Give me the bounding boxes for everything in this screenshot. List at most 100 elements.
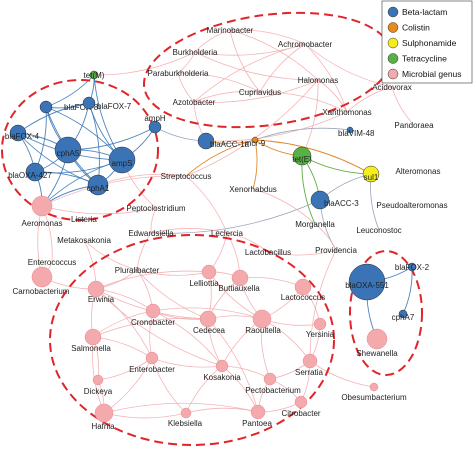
legend-label-tetra: Tetracycline <box>402 54 447 64</box>
node-label-blaFOX4: blaFOX-4 <box>5 132 40 141</box>
node-label-blaVIM48: blaVIM-48 <box>338 129 375 138</box>
edge-blaACC1a-xanthomonas <box>205 111 348 142</box>
edge-blaACC3-edwardsiella <box>150 199 321 234</box>
node-label-pantoea: Pantoea <box>242 419 272 428</box>
node-cedecea: Cedecea <box>193 310 226 335</box>
node-circle-mcr9 <box>251 136 259 144</box>
node-cphA1: cphA1 <box>87 174 110 196</box>
legend-swatch-tetra <box>387 53 399 64</box>
node-label-erwinia: Erwinia <box>88 295 115 304</box>
node-label-cupriavidus: Cupriavidus <box>239 88 281 97</box>
node-label-providencia: Providencia <box>315 246 357 255</box>
node-circle-blaFOX4 <box>9 124 27 142</box>
node-circle-cronobacter <box>145 303 161 319</box>
node-shewanella: Shewanella <box>356 328 398 358</box>
node-blaFOX7: blaFOX-7 <box>82 96 132 111</box>
node-circle-blaVIM48 <box>346 126 354 134</box>
legend-label-colistin: Colistin <box>402 23 430 33</box>
node-circle-blaFOX7 <box>82 96 96 110</box>
node-label-acidovorax: Acidovorax <box>372 83 412 92</box>
edge-edwardsiella-pluralibacter <box>136 232 152 271</box>
node-label-salmonella: Salmonella <box>71 344 111 353</box>
edge-morganella-providencia <box>314 223 337 251</box>
node-yersinia: Yersinia <box>306 317 335 339</box>
node-tetE: tet(E) <box>292 146 312 166</box>
node-label-leclercia: Leclercia <box>211 229 244 238</box>
node-pectobacterium: Pectobacterium <box>245 372 301 395</box>
node-label-blaFOX8: blaFOX-8 <box>64 103 99 112</box>
node-blaFOX2: blaFOX-2 <box>395 262 430 272</box>
node-label-halomonas: Halomonas <box>298 76 338 85</box>
edge-marinobacter-achromobacter <box>229 29 306 45</box>
edge-peptoclostridium-edwardsiella <box>150 207 157 234</box>
node-circle-cphA5 <box>54 136 82 164</box>
node-label-serratia: Serratia <box>295 368 324 377</box>
node-pantoea: Pantoea <box>242 404 272 428</box>
node-cupriavidus: Cupriavidus <box>239 88 281 97</box>
node-azotobacter: Azotobacter <box>173 98 216 107</box>
node-label-hafnia: Hafnia <box>91 422 115 431</box>
node-circle-dickeya <box>92 374 104 386</box>
node-label-cphA7: cphA7 <box>392 313 415 322</box>
edge-streptococcus-aeromonas <box>41 175 187 207</box>
edge-xenorhabdus-morganella <box>252 188 316 225</box>
edge-pandoraea-acidovorax <box>391 86 415 126</box>
edge-mcr9-xenorhabdus <box>252 139 258 190</box>
node-circle-serratia <box>302 353 318 369</box>
legend-swatch-sulph <box>387 37 399 49</box>
node-label-burkholderia: Burkholderia <box>173 48 218 57</box>
node-aeromonas: Aeromonas <box>22 195 62 228</box>
node-label-obesumbacterium: Obesumbacterium <box>341 393 407 402</box>
edge-cupriavidus-xanthomonas <box>259 91 348 113</box>
edge-erwinia-enterobacter <box>95 288 153 359</box>
node-circle-salmonella <box>84 328 102 346</box>
node-circle-lactococcus <box>294 278 312 296</box>
node-circle-carnobacterium <box>31 266 53 288</box>
node-pseudoalteromonas: Pseudoalteromonas <box>376 201 447 210</box>
node-circle-citrobacter <box>294 395 308 409</box>
node-circle-cphA1 <box>87 174 109 196</box>
node-label-kosakonia: Kosakonia <box>203 373 241 382</box>
node-circle-blaOXA551 <box>348 263 386 301</box>
node-label-xenorhabdus: Xenorhabdus <box>229 185 277 194</box>
node-circle-erwinia <box>87 280 105 298</box>
node-label-blaFOX2: blaFOX-2 <box>395 263 430 272</box>
cluster-right-outline <box>349 250 423 376</box>
node-circle-obesumbacterium <box>369 382 379 392</box>
node-carnobacterium: Carnobacterium <box>13 266 70 296</box>
edge-cedecea-pantoea <box>207 318 259 413</box>
node-klebsiella: Klebsiella <box>168 407 203 428</box>
node-circle-cedecea <box>199 310 217 328</box>
edge-cronobacter-raoultella <box>152 307 263 320</box>
node-circle-blaACC1a <box>197 132 215 150</box>
node-enterococcus: Enterococcus <box>28 258 76 267</box>
edge-streptococcus-leclercia <box>185 175 228 234</box>
edge-leclercia-edwardsiella <box>150 228 228 234</box>
node-tetM: tet(M) <box>84 70 105 80</box>
node-sul1: sul1 <box>362 165 380 183</box>
edge-streptococcus-halomonas <box>185 79 319 177</box>
node-circle-blaACC3 <box>310 190 330 210</box>
edge-halomonas-xanthomonas <box>317 79 348 113</box>
node-dickeya: Dickeya <box>84 374 113 396</box>
node-circle-cphA7 <box>398 309 408 319</box>
node-circle-yersinia <box>313 317 327 331</box>
node-buttiauxella: Buttiauxella <box>218 269 260 293</box>
edge-hafnia-klebsiella <box>103 412 187 419</box>
node-label-cphA1: cphA1 <box>87 184 110 193</box>
node-circle-ampS <box>108 146 136 174</box>
node-label-sul1: sul1 <box>364 173 379 182</box>
node-label-ampH: ampH <box>144 114 166 123</box>
node-circle-hafnia <box>94 403 114 423</box>
edge-lactobacillus-providencia <box>267 249 337 256</box>
node-xenorhabdus: Xenorhabdus <box>229 185 277 194</box>
node-cphA7: cphA7 <box>392 309 415 322</box>
edge-enterobacter-kosakonia <box>151 357 223 368</box>
node-circle-tetE <box>292 146 312 166</box>
node-label-shewanella: Shewanella <box>356 349 398 358</box>
node-label-blaFOX7: blaFOX-7 <box>97 102 132 111</box>
edge-achromobacter-cupriavidus <box>259 43 306 93</box>
edge-cupriavidus-azotobacter <box>193 91 261 103</box>
node-label-raoultella: Raoultella <box>245 326 281 335</box>
edge-erwinia-lelliottia <box>95 270 210 290</box>
